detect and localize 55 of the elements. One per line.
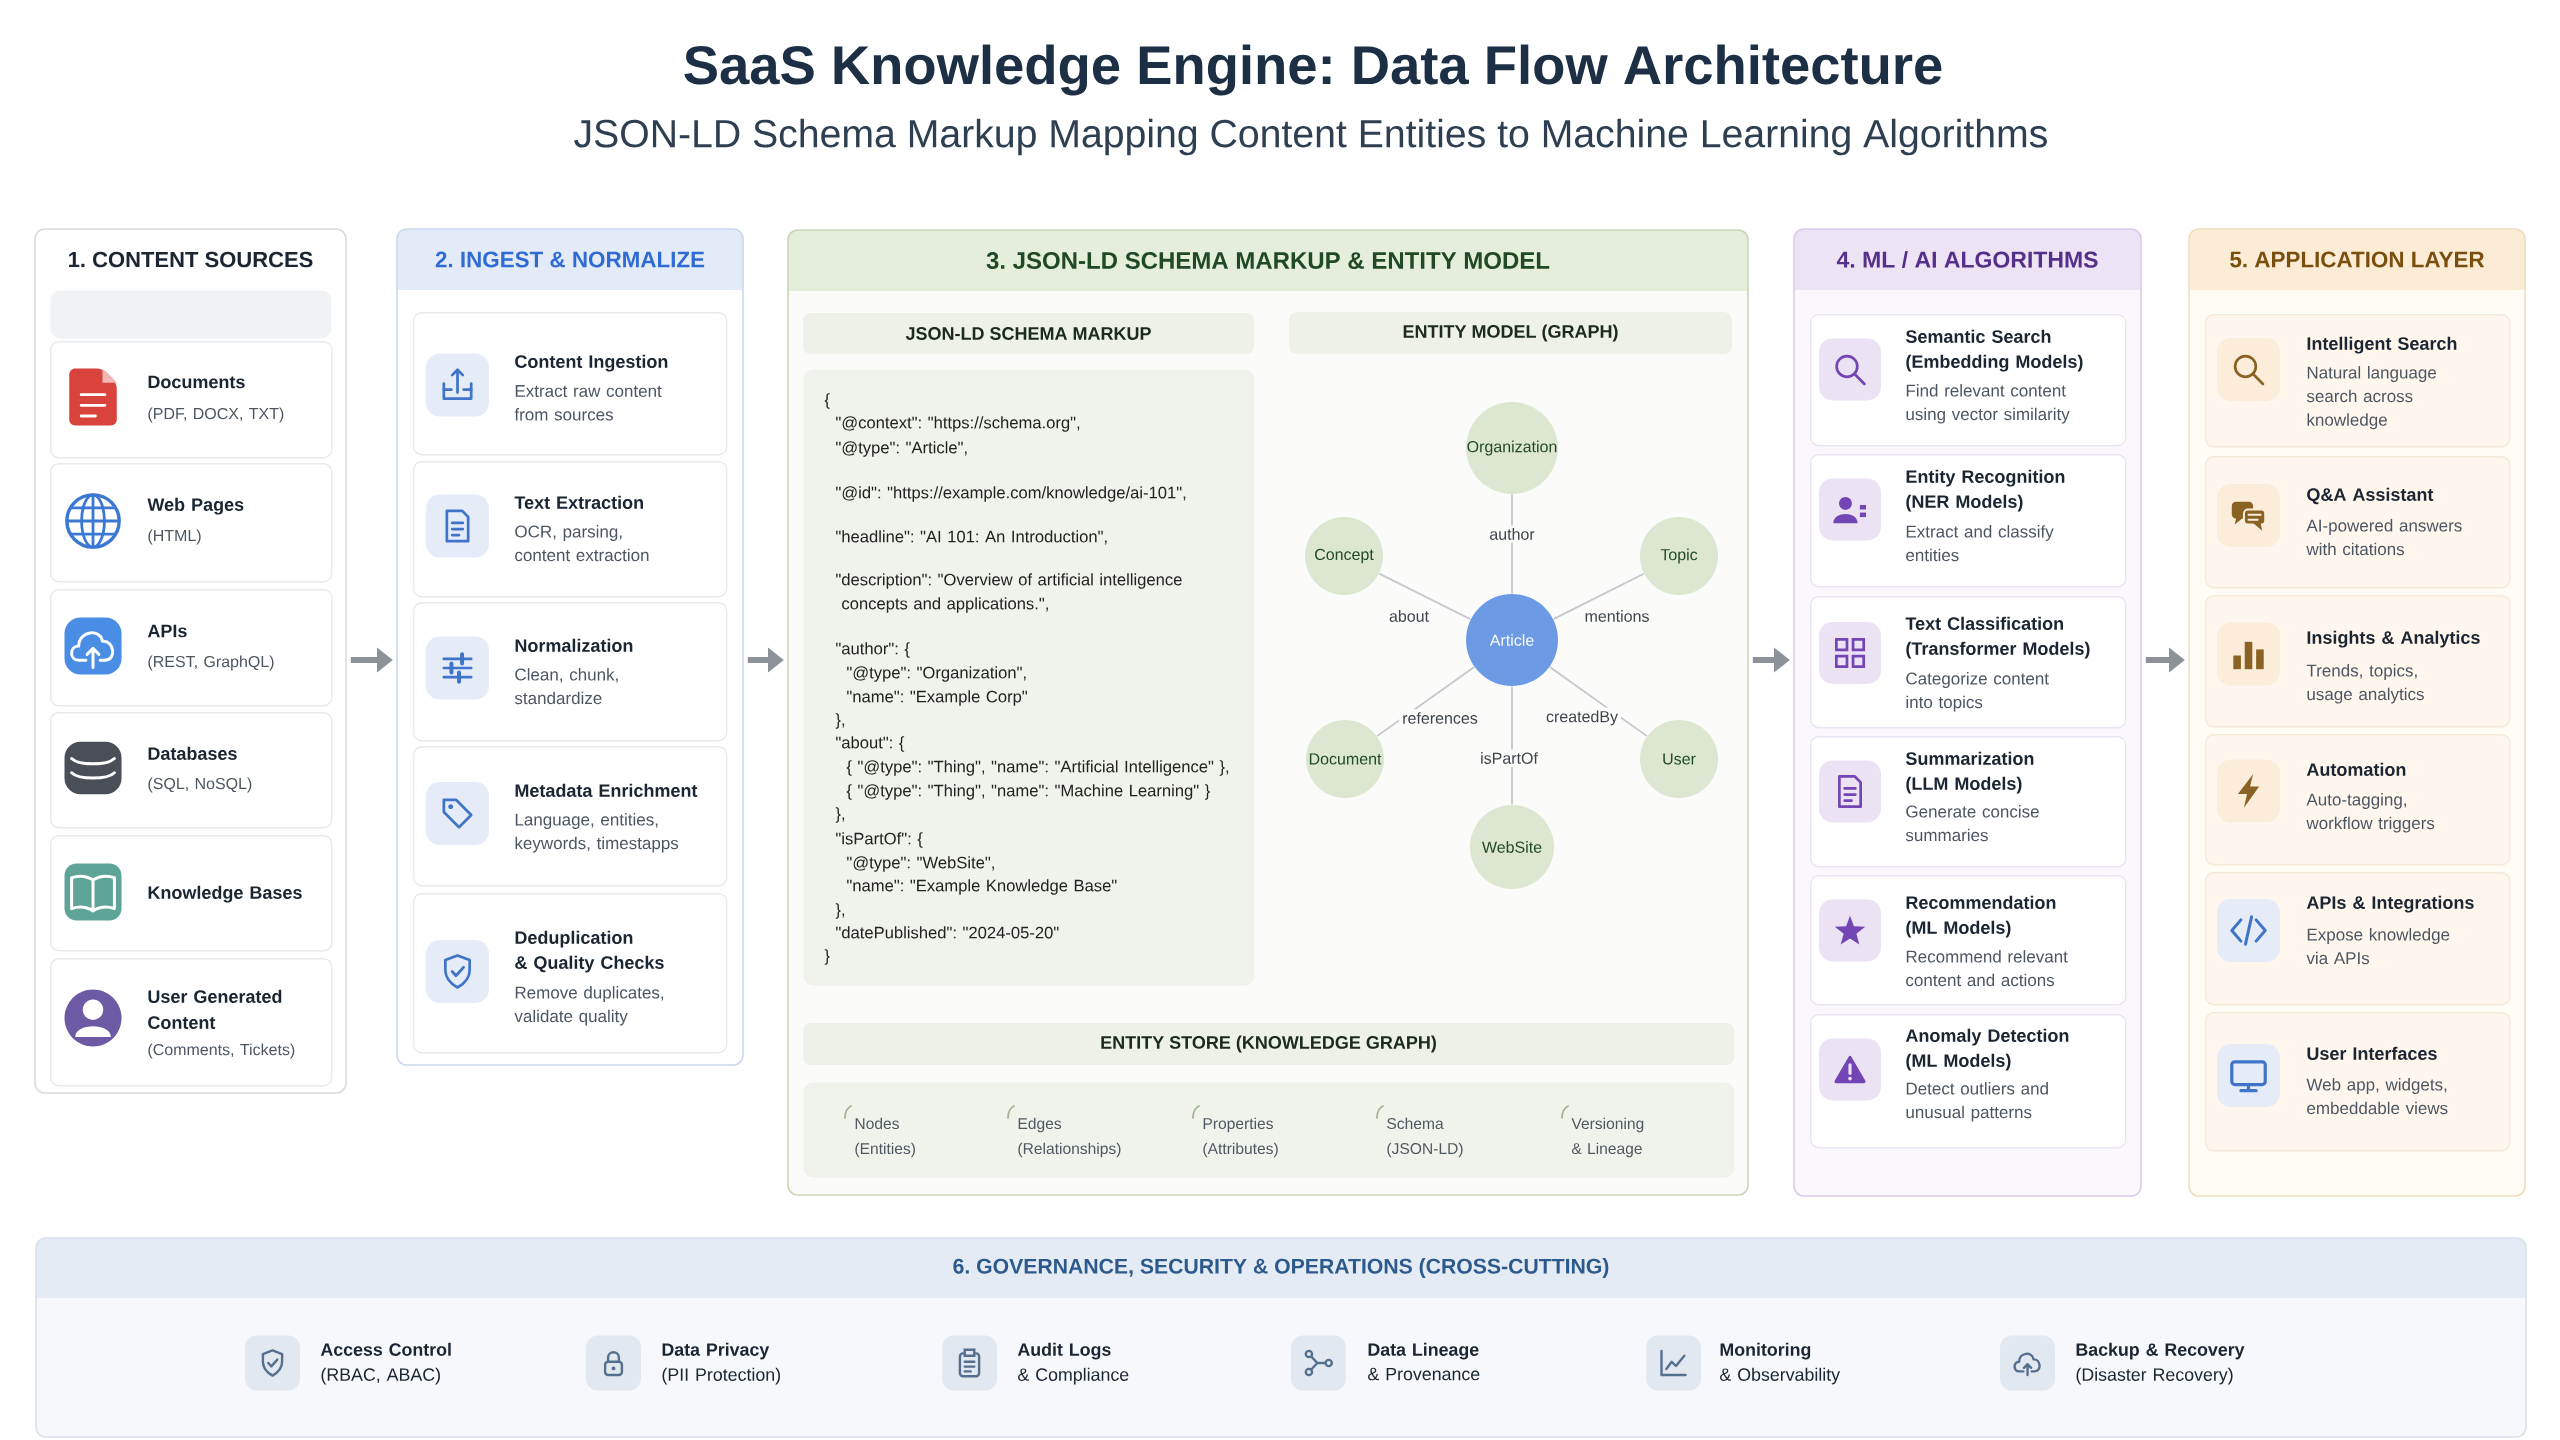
edge-label: isPartOf: [1477, 749, 1541, 767]
algorithm-card: Anomaly Detection (ML Models) Detect outliers and unusual patterns: [1810, 1014, 2127, 1149]
node-label: Edges (Relationships): [1018, 1117, 1121, 1158]
item-detail: & Observability: [1720, 1367, 1840, 1385]
source-card: APIs (REST, GraphQL): [50, 589, 333, 707]
item-detail: (Disaster Recovery): [2076, 1367, 2233, 1385]
item-name: Monitoring: [1720, 1342, 1811, 1360]
node-label: Schema (JSON-LD): [1387, 1117, 1463, 1158]
algorithm-card: Summarization (LLM Models) Generate concise summaries: [1810, 736, 2127, 868]
item-name: Backup & Recovery: [2076, 1342, 2245, 1360]
step-card: Metadata Enrichment Language, entities, keywords, timestapps: [413, 746, 728, 887]
algorithm-card: Text Classification (Transformer Models) Categorize content into topics: [1810, 596, 2127, 729]
feature-card: Q&A Assistant AI-powered answers with citations: [2205, 456, 2511, 589]
source-card: Documents (PDF, DOCX, TXT): [50, 341, 333, 459]
source-card: Databases (SQL, NoSQL): [50, 712, 333, 829]
item-name: Audit Logs: [1017, 1342, 1111, 1360]
edge-label: about: [1386, 607, 1433, 625]
feature-card: User Interfaces Web app, widgets, embeddable views: [2205, 1012, 2511, 1152]
algorithm-card: Semantic Search (Embedding Models) Find relevant content using vector similarity: [1810, 314, 2127, 447]
connector-line: [1548, 666, 1648, 738]
section-header: JSON-LD SCHEMA MARKUP: [803, 313, 1254, 354]
connector-line: [1552, 572, 1645, 621]
item-detail: (PII Protection): [662, 1367, 780, 1385]
source-card: User Generated Content (Comments, Tickets): [50, 958, 333, 1087]
section-header: ENTITY STORE (KNOWLEDGE GRAPH): [803, 1023, 1734, 1065]
subtitle: JSON-LD Schema Markup Mapping Content Entities to Machine Learning Algorithms: [574, 118, 2047, 156]
step-card: Deduplication & Quality Checks Remove duplicates, validate quality: [413, 893, 728, 1054]
algorithm-card: Recommendation (ML Models) Recommend relevant content and actions: [1810, 875, 2127, 1006]
item-name: Access Control: [320, 1342, 451, 1356]
edge-label: references: [1399, 709, 1481, 727]
feature-card: Insights & Analytics Trends, topics, usage analytics: [2205, 595, 2511, 728]
title: SaaS Knowledge Engine: Data Flow Architecture: [684, 44, 1942, 96]
feature-card: APIs & Integrations Expose knowledge via APIs: [2205, 872, 2511, 1006]
source-card: Web Pages (HTML): [50, 463, 333, 583]
item-detail: & Provenance: [1368, 1367, 1480, 1381]
code-block: { "@context": "https://schema.org", "@type": "Article", "@id": "https://example.com/knowledge/ai-101", "headline": "AI 101: An Introduction", "description": "Overview of artificial intelligence concepts and applications.", "author": { "@type": "Organization", "name": "Example Corp" }, "about": { { "@type": "Thing", "name": "Artificial Intelligence" }, { "@type": "Thing", "name": "Machine Learning" } }, "isPartOf": { "@type": "WebSite", "name": "Example Knowledge Base" }, "datePublished": "2024-05-20" }: [803, 369, 1255, 986]
node-label: Versioning & Lineage: [1571, 1117, 1644, 1158]
item-name: Data Privacy: [662, 1342, 770, 1360]
feature-card: Automation Auto-tagging, workflow triggers: [2205, 734, 2511, 866]
algorithm-card: Entity Recognition (NER Models) Extract and classify entities: [1810, 454, 2127, 588]
item-detail: & Compliance: [1018, 1367, 1129, 1385]
connector-line: [1378, 572, 1472, 621]
source-card: Knowledge Bases: [50, 835, 333, 952]
node-label: Properties (Attributes): [1203, 1117, 1278, 1158]
step-card: Content Ingestion Extract raw content from sources: [413, 312, 728, 456]
feature-card: Intelligent Search Natural language search across knowledge: [2205, 314, 2511, 448]
item-detail: (RBAC, ABAC): [321, 1367, 440, 1385]
edge-label: mentions: [1581, 607, 1653, 625]
step-card: Text Extraction OCR, parsing, content extraction: [413, 461, 728, 598]
item-name: Data Lineage: [1368, 1342, 1479, 1360]
edge-label: author: [1486, 525, 1538, 543]
step-card: Normalization Clean, chunk, standardize: [413, 602, 728, 742]
node-label: Nodes (Entities): [855, 1117, 915, 1158]
store-panel: Nodes (Entities) Edges (Relationships) Properties (Attributes) Schema (JSON-LD) Versioning & Lineage: [803, 1082, 1735, 1178]
section-header: ENTITY MODEL (GRAPH): [1289, 312, 1732, 354]
